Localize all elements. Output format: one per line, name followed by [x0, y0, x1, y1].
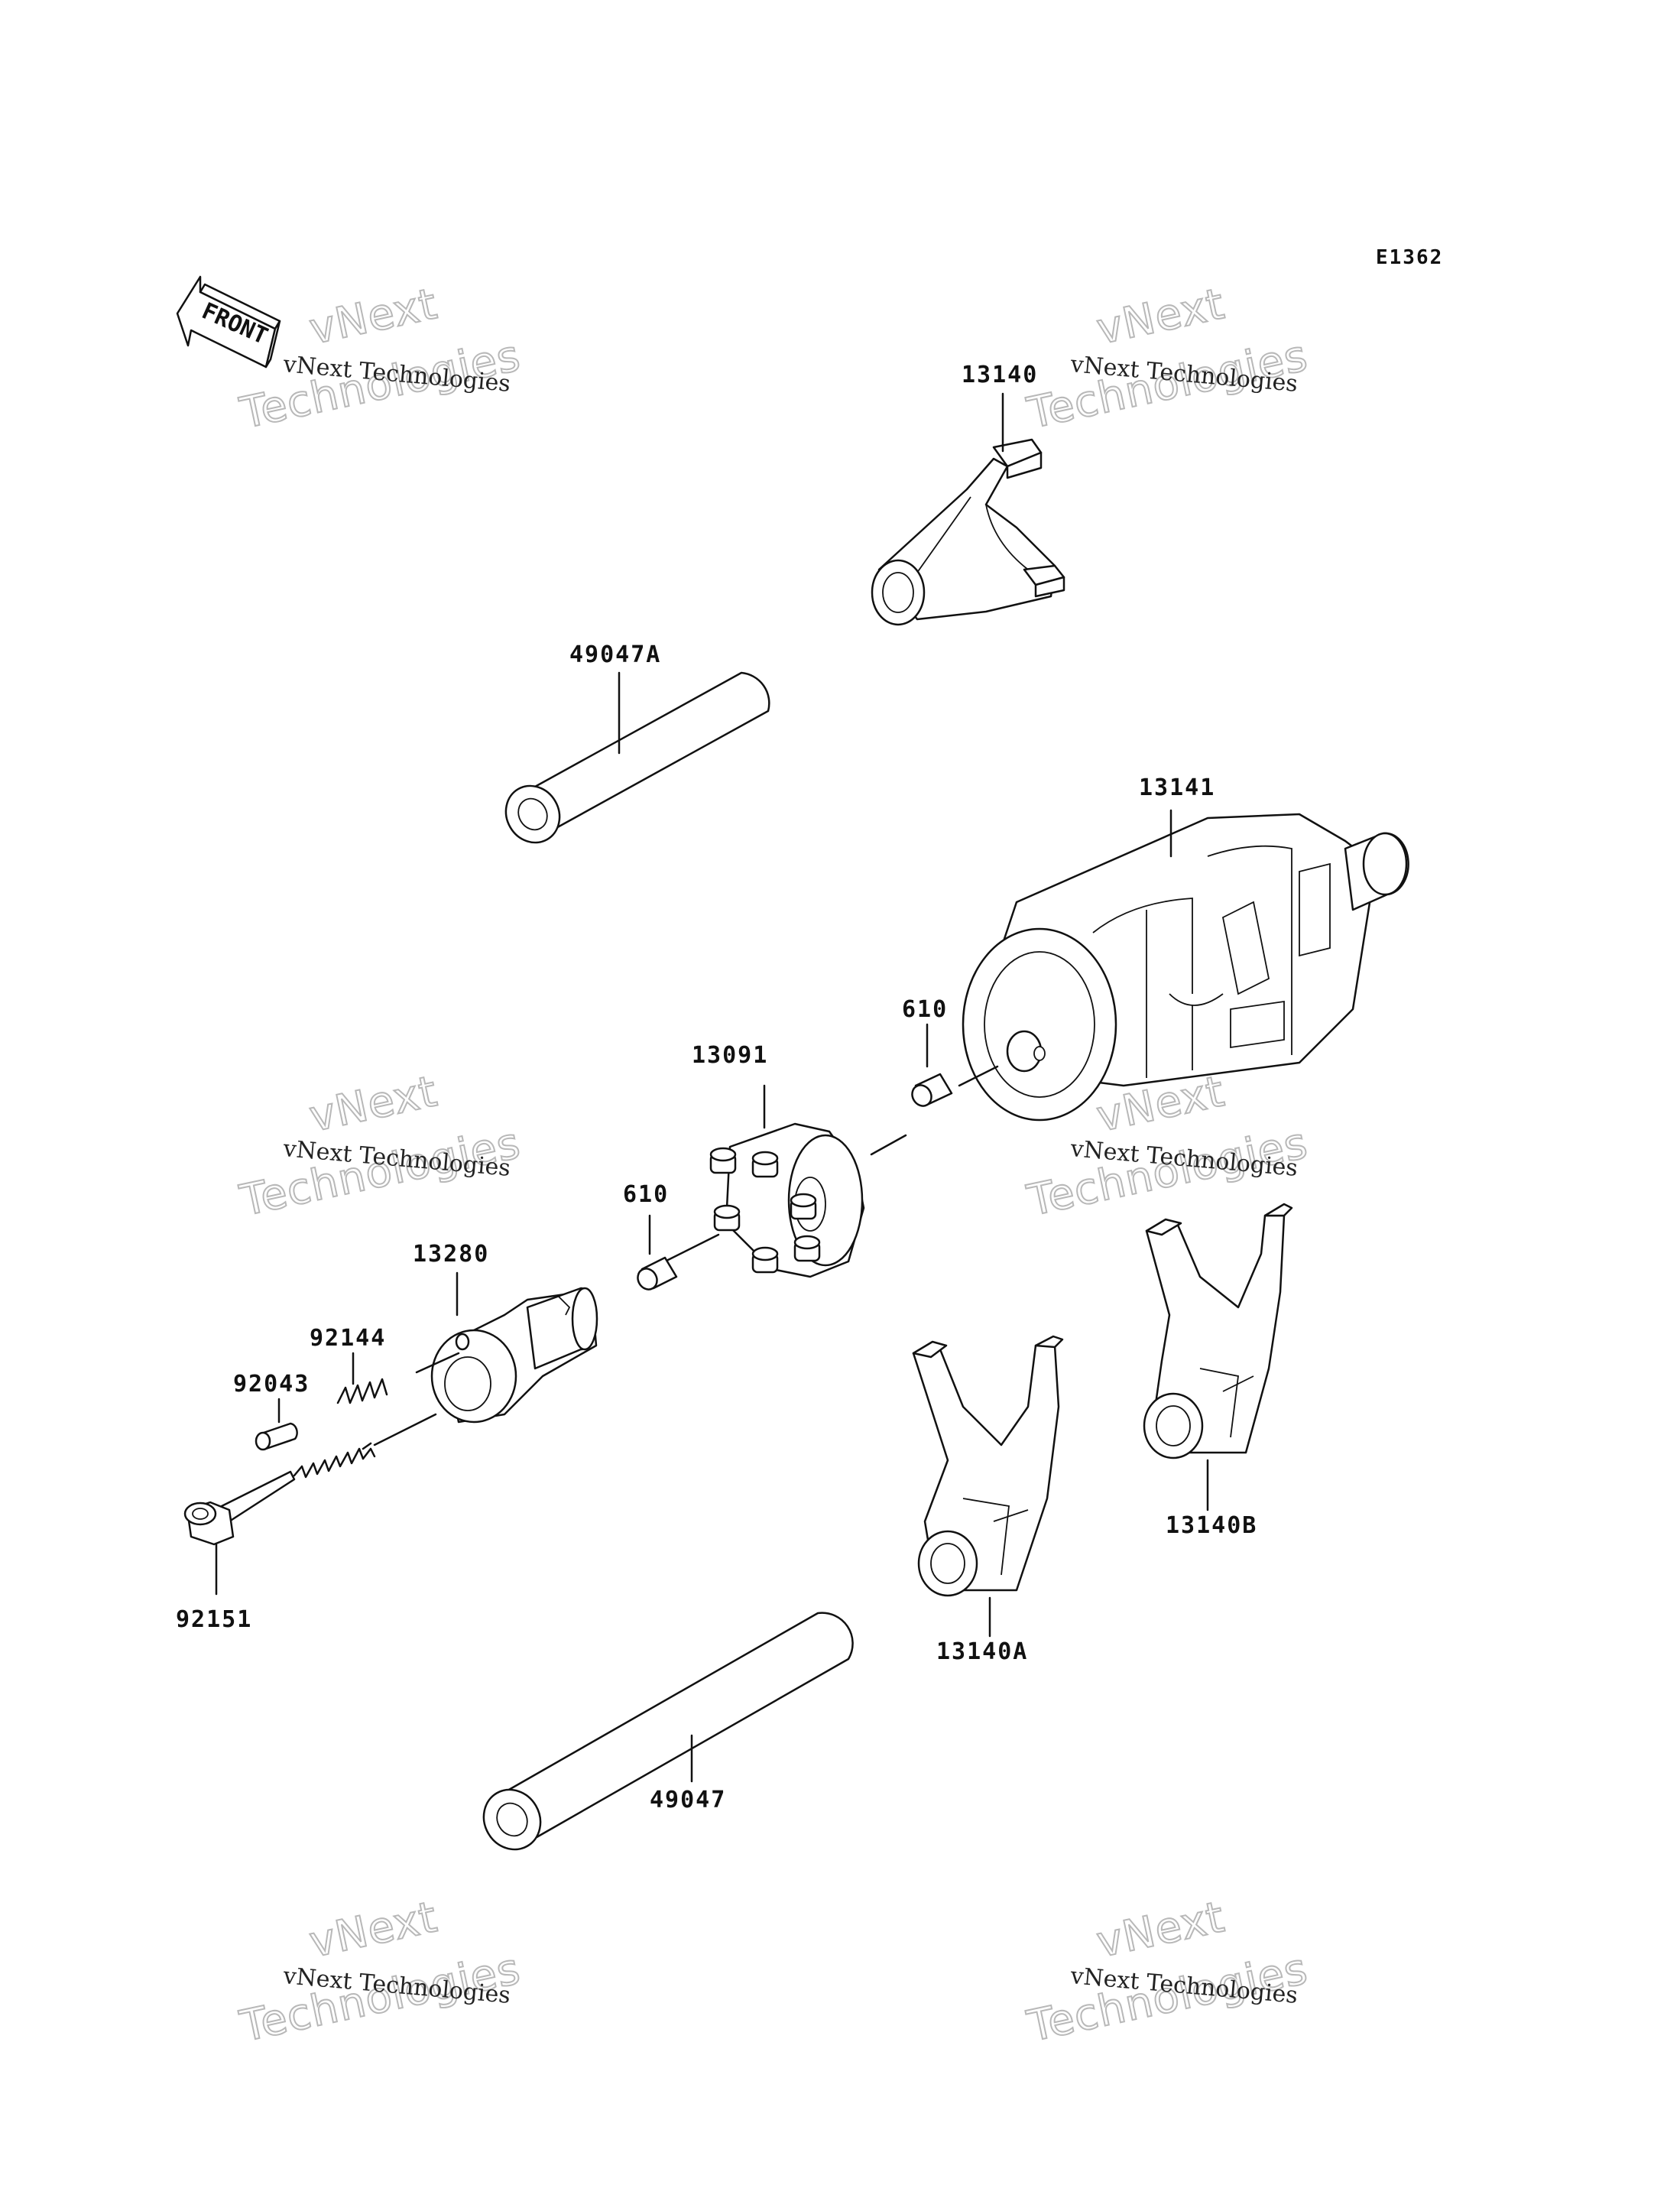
label-13280: 13280	[413, 1241, 489, 1268]
watermark-top-left: vNext Technologies vNext Technologies	[235, 278, 525, 440]
shift-fork-13140a	[912, 1335, 1064, 1638]
shift-fork-13140	[871, 392, 1065, 626]
pin-holder-13091	[663, 1084, 865, 1278]
spring-92144	[336, 1352, 460, 1404]
label-610-lower: 610	[623, 1181, 669, 1208]
label-13141: 13141	[1139, 774, 1215, 801]
label-13140a: 13140A	[936, 1638, 1028, 1665]
label-49047: 49047	[650, 1787, 726, 1813]
dowel-pin-610-lower	[637, 1214, 678, 1291]
watermark-big-word: vNext	[305, 1067, 441, 1142]
holder-pins	[709, 1147, 821, 1274]
front-arrow-icon: FRONT	[176, 275, 281, 368]
pin-92043	[255, 1398, 298, 1451]
label-49047a: 49047A	[569, 641, 661, 668]
label-13140: 13140	[962, 362, 1038, 388]
watermark-big-word: vNext	[1092, 279, 1228, 355]
bolt-92151	[183, 1413, 437, 1596]
watermark-bottom-right: vNext Technologies vNext Technologies	[1022, 1891, 1312, 2053]
shift-drum-13141	[962, 809, 1409, 1122]
watermark-big-word: vNext	[305, 1892, 441, 1968]
label-92043: 92043	[233, 1371, 310, 1398]
label-13140b: 13140B	[1166, 1512, 1257, 1539]
label-610-upper: 610	[902, 996, 948, 1023]
shift-rod-49047	[482, 1612, 854, 1851]
label-92144: 92144	[310, 1325, 386, 1352]
diagram-code: E1362	[1376, 246, 1443, 269]
watermark-top-right: vNext Technologies vNext Technologies	[1022, 278, 1312, 440]
watermark-big-word: vNext	[305, 279, 441, 355]
watermark-bottom-left: vNext Technologies vNext Technologies	[235, 1891, 525, 2053]
label-92151: 92151	[176, 1606, 252, 1633]
dowel-pin-610-upper	[870, 1023, 999, 1156]
shift-fork-13140b	[1143, 1203, 1293, 1511]
shift-rod-49047a	[504, 671, 770, 844]
watermark-big-word: vNext	[1092, 1892, 1228, 1968]
cam-13280	[430, 1271, 598, 1424]
label-13091: 13091	[692, 1042, 768, 1069]
watermark-mid-left: vNext Technologies vNext Technologies	[235, 1066, 525, 1227]
